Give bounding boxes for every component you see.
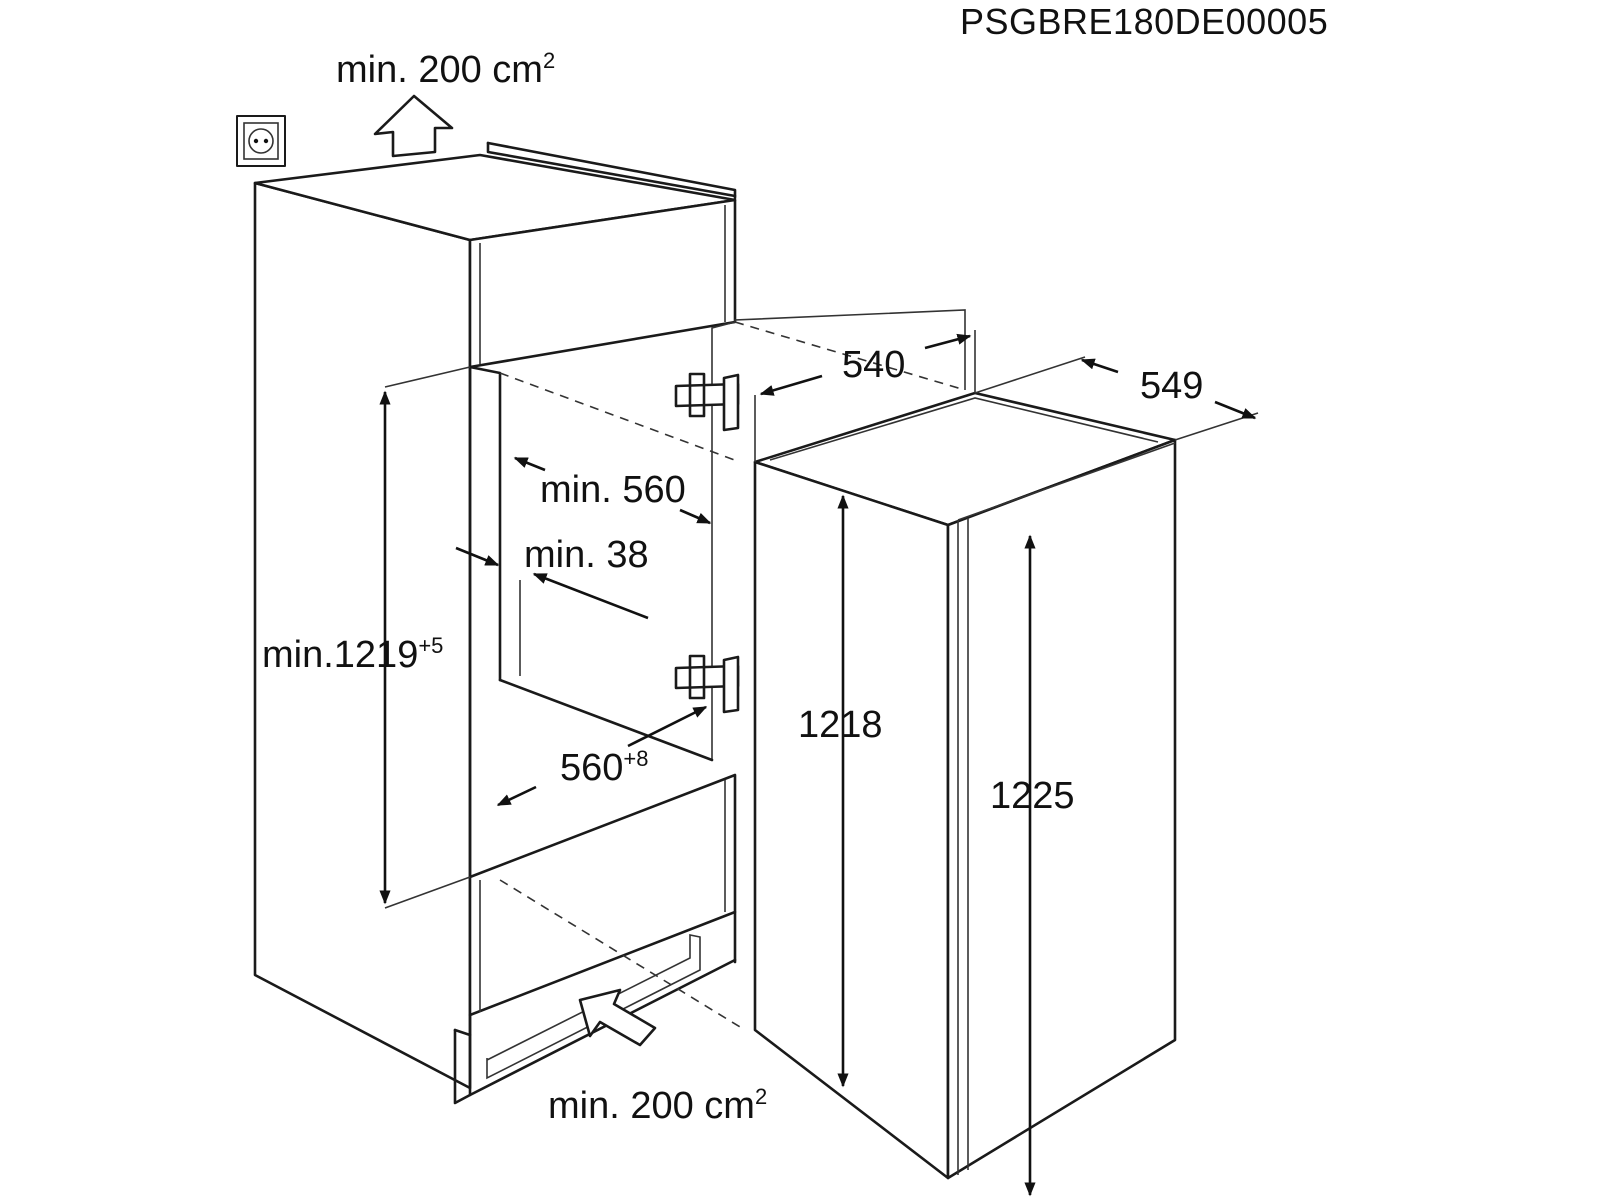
document-code: PSGBRE180DE00005 [960, 1, 1328, 42]
guide-lines [499, 321, 966, 1031]
appliance [734, 309, 1177, 1180]
hinge-icon [674, 654, 740, 714]
niche-height-label: min.1219+5 [262, 633, 443, 676]
niche-depth-label: min. 560 [540, 469, 686, 511]
cabinet [253, 141, 737, 1105]
appliance-side [946, 438, 1177, 1180]
appliance-depth-label: 549 [1140, 365, 1203, 407]
airflow-up-arrow-icon [373, 94, 454, 158]
appliance-body-height-label: 1218 [798, 704, 883, 746]
dimension-lines [379, 333, 1259, 1197]
hinge-icon [674, 372, 740, 432]
appliance-front [753, 460, 950, 1180]
power-socket-icon [236, 115, 286, 167]
ventilation-top-label: min. 200 cm2 [336, 48, 555, 91]
side-gap-label: min. 38 [524, 534, 649, 576]
appliance-width-label: 540 [842, 344, 905, 386]
ventilation-bottom-label: min. 200 cm2 [548, 1084, 767, 1127]
airflow-in-arrow-icon [578, 988, 657, 1047]
appliance-door-height-label: 1225 [990, 775, 1075, 817]
niche-width-label: 560+8 [560, 746, 649, 789]
